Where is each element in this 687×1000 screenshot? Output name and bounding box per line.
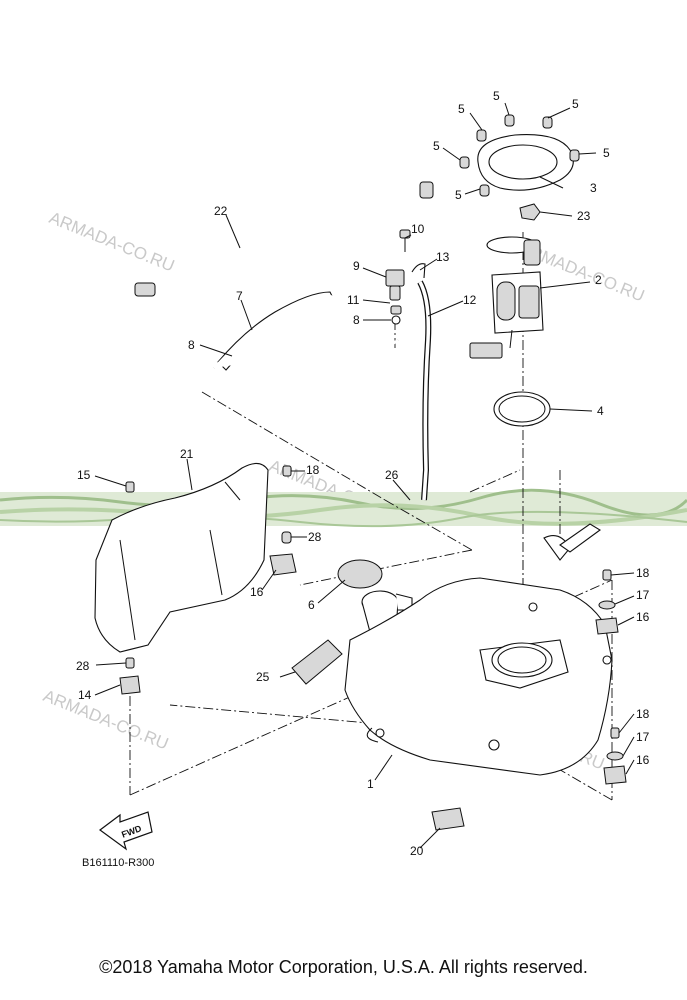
- callout-21: 21: [180, 447, 194, 461]
- callout-5: 5: [572, 97, 579, 111]
- callout-5: 5: [458, 102, 465, 116]
- callout-28: 28: [76, 659, 90, 673]
- vent-hose: [213, 294, 399, 369]
- callout-25: 25: [256, 670, 270, 684]
- callout-18: 18: [306, 463, 320, 477]
- callout-5: 5: [433, 139, 440, 153]
- callout-16: 16: [250, 585, 264, 599]
- pump-gasket: [493, 391, 551, 427]
- callout-22: 22: [214, 204, 228, 218]
- right-small-parts: [543, 523, 627, 785]
- callout-3: 3: [590, 181, 597, 195]
- fuel-tank: [344, 577, 613, 776]
- left-small-parts: [119, 465, 297, 695]
- callout-8: 8: [188, 338, 195, 352]
- callout-20: 20: [410, 844, 424, 858]
- callout-18: 18: [636, 707, 650, 721]
- breather-hose: [134, 181, 434, 297]
- callout-8: 8: [353, 313, 360, 327]
- callout-18: 18: [636, 566, 650, 580]
- callout-16: 16: [636, 610, 650, 624]
- drawing-code: B161110-R300: [82, 857, 154, 869]
- callout-13: 13: [436, 250, 450, 264]
- callout-17: 17: [636, 588, 650, 602]
- callout-11: 11: [347, 293, 360, 307]
- callout-9: 9: [353, 259, 360, 273]
- callout-2: 2: [595, 273, 602, 287]
- pump-connector: [519, 203, 541, 221]
- callout-16: 16: [636, 753, 650, 767]
- tank-pad: [291, 639, 343, 685]
- leader-lines: [94, 102, 635, 849]
- callout-12: 12: [463, 293, 477, 307]
- callout-15: 15: [77, 468, 91, 482]
- scan-noise-band: [0, 488, 687, 528]
- callout-28: 28: [308, 530, 322, 544]
- callout-14: 14: [78, 688, 92, 702]
- valve-parts: [385, 229, 426, 325]
- callout-5: 5: [455, 188, 462, 202]
- callout-10: 10: [411, 222, 425, 236]
- callout-17: 17: [636, 730, 650, 744]
- drain-hose: [417, 280, 432, 501]
- watermark: ARMADA-CO.RU: [47, 208, 178, 276]
- pump-retaining-ring: [477, 134, 574, 191]
- fuel-pump-assembly: [469, 236, 544, 359]
- callout-6: 6: [308, 598, 315, 612]
- forward-arrow-icon: FWD: [98, 811, 153, 851]
- callout-1: 1: [367, 777, 374, 791]
- callout-labels: 5 5 5 5 5 5 3 23 2 4 22 10 13 9 7 12 11 …: [76, 89, 650, 858]
- callout-26: 26: [385, 468, 399, 482]
- callout-5: 5: [493, 89, 500, 103]
- copyright-footer: ©2018 Yamaha Motor Corporation, U.S.A. A…: [99, 957, 588, 977]
- tank-damper: [431, 807, 465, 831]
- callout-5: 5: [603, 146, 610, 160]
- watermark: ARMADA-CO.RU: [41, 686, 172, 754]
- callout-4: 4: [597, 404, 604, 418]
- ring-bolts: [459, 114, 580, 197]
- side-cover: [94, 462, 269, 653]
- callout-23: 23: [577, 209, 591, 223]
- callout-7: 7: [236, 289, 243, 303]
